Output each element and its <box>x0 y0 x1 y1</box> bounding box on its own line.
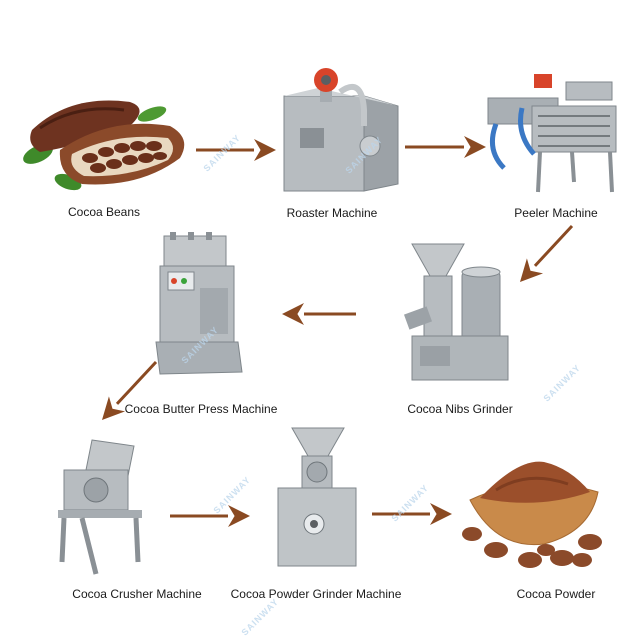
arrow-head <box>102 396 126 420</box>
step-label: Cocoa Nibs Grinder <box>407 402 513 416</box>
arrow-head <box>228 505 250 527</box>
cocoa-pod-icon <box>23 100 185 191</box>
oil-press-icon <box>155 232 243 375</box>
flow-arrow-cocoa-powder-grinder-machine-to-cocoa-powder <box>372 503 452 525</box>
step-label: Cocoa Powder Grinder Machine <box>230 587 402 601</box>
crusher-icon <box>58 439 142 575</box>
flow-arrow-cocoa-crusher-machine-to-cocoa-powder-grinder-machine <box>170 505 250 527</box>
flow-arrow-roaster-machine-to-peeler-machine <box>405 136 486 158</box>
arrow-shaft <box>533 224 574 267</box>
step-label: Roaster Machine <box>286 206 378 220</box>
step-label: Cocoa Powder <box>516 587 596 601</box>
arrow-head <box>282 303 304 325</box>
step-label: Cocoa Crusher Machine <box>72 587 202 601</box>
arrow-head <box>520 258 544 282</box>
arrow-head <box>430 503 452 525</box>
flow-arrow-cocoa-beans-to-roaster-machine <box>196 139 276 161</box>
flow-arrow-peeler-machine-to-cocoa-nibs-grinder <box>520 224 574 282</box>
roaster-machine-icon <box>283 68 399 192</box>
powder-grinder-icon <box>277 427 357 567</box>
flow-arrow-cocoa-butter-press-machine-to-cocoa-crusher-machine <box>102 360 158 420</box>
arrow-head <box>464 136 486 158</box>
cocoa-powder-bowl-icon <box>462 461 602 568</box>
step-label: Peeler Machine <box>514 206 598 220</box>
arrow-shaft <box>115 360 158 405</box>
colloid-mill-icon <box>403 243 509 381</box>
step-label: Cocoa Beans <box>67 205 141 219</box>
arrow-head <box>254 139 276 161</box>
peeler-machine-icon <box>487 74 617 193</box>
flow-arrow-cocoa-nibs-grinder-to-cocoa-butter-press-machine <box>282 303 356 325</box>
step-label: Cocoa Butter Press Machine <box>124 402 278 416</box>
